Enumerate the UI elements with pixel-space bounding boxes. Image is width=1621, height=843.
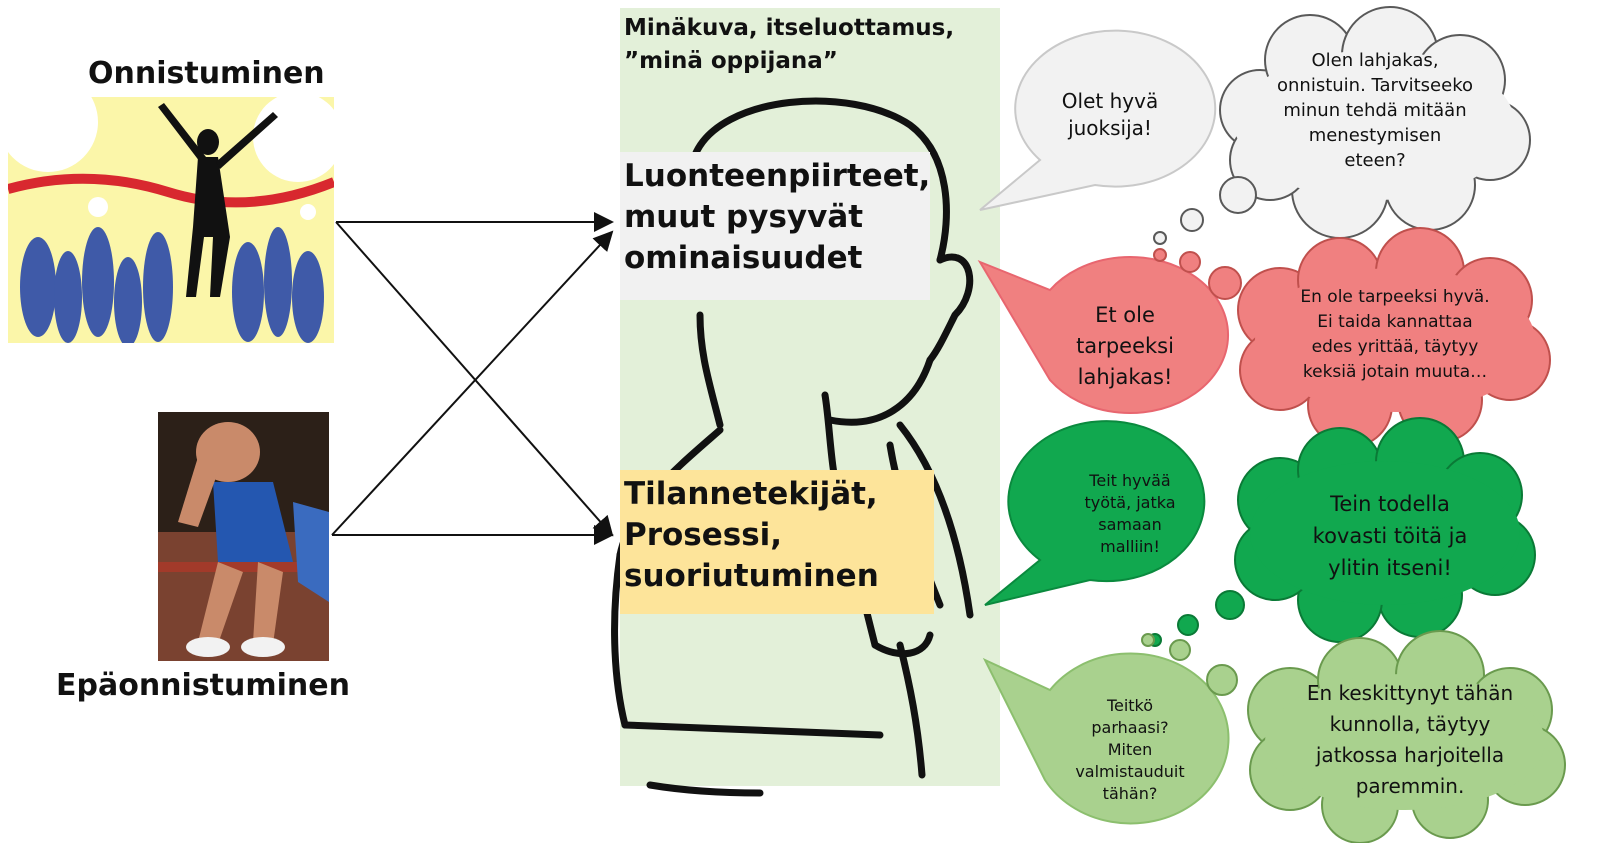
speech-4-line2: parhaasi?	[1091, 718, 1169, 737]
dejected-athlete-image	[158, 412, 329, 661]
situational-factors-box: Tilannetekijät, Prosessi, suoriutuminen	[620, 470, 934, 614]
speech-1-line2: juoksija!	[1068, 116, 1152, 140]
thought-1-line3: minun tehdä mitään	[1283, 100, 1467, 121]
failure-to-stable-arrow	[331, 230, 614, 536]
success-to-situational-arrow	[335, 221, 614, 537]
speech-bubble-3-text: Teit hyvää työtä, jatka samaan malliin!	[1060, 470, 1200, 558]
speech-3-line1: Teit hyvää	[1089, 471, 1171, 490]
speech-2-line1: Et ole	[1095, 303, 1155, 327]
thought-4-line4: paremmin.	[1355, 774, 1465, 798]
speech-bubble-1	[979, 29, 1217, 211]
thought-3-line3: ylitin itseni!	[1328, 556, 1452, 580]
panel-title: Minäkuva, itseluottamus, ”minä oppijana”	[624, 12, 1004, 78]
success-label: Onnistuminen	[88, 56, 325, 91]
panel-title-line1: Minäkuva, itseluottamus,	[624, 15, 955, 41]
speech-1-line1: Olet hyvä	[1061, 89, 1159, 113]
speech-3-line2: työtä, jatka	[1084, 493, 1176, 512]
speech-3-line3: samaan	[1098, 515, 1162, 534]
stable-traits-box: Luonteenpiirteet, muut pysyvät ominaisuu…	[620, 152, 930, 300]
speech-bubble-2	[977, 256, 1229, 414]
thought-cloud-3	[1148, 417, 1536, 647]
speech-bubble-4-text: Teitkö parhaasi? Miten valmistauduit täh…	[1060, 695, 1200, 805]
speech-bubble-1-text: Olet hyvä juoksija!	[1030, 88, 1190, 142]
thought-1-line4: menestymisen	[1308, 125, 1442, 146]
situational-line2: Prosessi,	[624, 517, 783, 553]
thought-cloud-1-text: Olen lahjakas, onnistuin. Tarvitseeko mi…	[1270, 48, 1480, 173]
thought-1-line5: eteen?	[1344, 150, 1406, 171]
situational-line1: Tilannetekijät,	[624, 476, 878, 512]
self-image-panel	[620, 8, 1000, 786]
thought-cloud-1	[1153, 6, 1531, 245]
thought-4-line3: jatkossa harjoitella	[1315, 743, 1505, 767]
speech-2-line2: tarpeeksi	[1076, 334, 1174, 358]
thought-2-line3: edes yrittää, täytyy	[1311, 337, 1479, 357]
situational-line3: suoriutuminen	[624, 558, 879, 594]
speech-2-line3: lahjakas!	[1077, 365, 1173, 389]
thought-4-line1: En keskittynyt tähän	[1306, 681, 1514, 705]
speech-bubble-2-text: Et ole tarpeeksi lahjakas!	[1050, 300, 1200, 393]
speech-bubble-3	[984, 420, 1206, 606]
speech-3-line4: malliin!	[1100, 537, 1160, 556]
thought-cloud-4	[1141, 630, 1566, 843]
thought-1-line2: onnistuin. Tarvitseeko	[1276, 75, 1473, 96]
thought-cloud-3-text: Tein todella kovasti töitä ja ylitin its…	[1290, 488, 1490, 584]
thought-cloud-2-text: En ole tarpeeksi hyvä. Ei taida kannatta…	[1285, 285, 1505, 385]
stable-traits-line1: Luonteenpiirteet,	[624, 158, 931, 194]
thought-2-line4: keksiä jotain muuta…	[1302, 362, 1488, 382]
speech-bubble-4	[982, 652, 1230, 825]
stable-traits-line3: ominaisuudet	[624, 240, 863, 276]
thought-3-line1: Tein todella	[1330, 492, 1450, 516]
panel-title-line2: ”minä oppijana”	[624, 48, 838, 74]
thought-1-line1: Olen lahjakas,	[1311, 50, 1439, 71]
speech-4-line4: valmistauduit	[1075, 762, 1185, 781]
thought-4-line2: kunnolla, täytyy	[1329, 712, 1491, 736]
thought-cloud-4-text: En keskittynyt tähän kunnolla, täytyy ja…	[1290, 678, 1530, 802]
failure-label: Epäonnistuminen	[56, 668, 350, 703]
thought-2-line1: En ole tarpeeksi hyvä.	[1300, 287, 1490, 307]
speech-4-line1: Teitkö	[1106, 696, 1154, 715]
speech-4-line3: Miten	[1107, 740, 1153, 759]
speech-4-line5: tähän?	[1102, 784, 1158, 803]
thought-3-line2: kovasti töitä ja	[1312, 524, 1468, 548]
thought-2-line2: Ei taida kannattaa	[1317, 312, 1473, 332]
finish-line-runners-image	[8, 97, 334, 343]
stable-traits-line2: muut pysyvät	[624, 199, 864, 235]
